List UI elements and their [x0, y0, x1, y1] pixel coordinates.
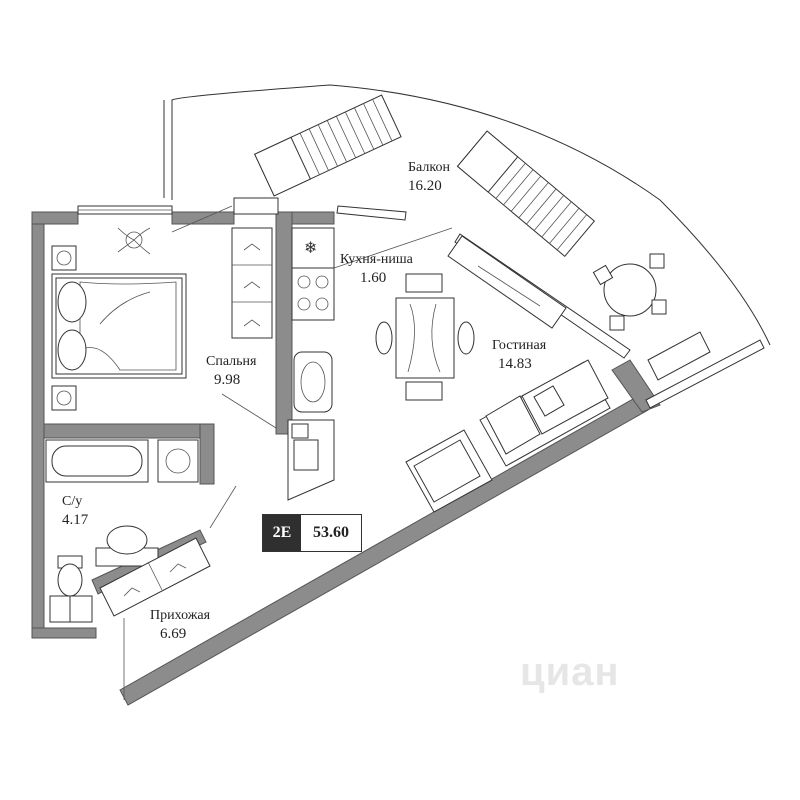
room-area-living: 14.83 — [498, 356, 532, 372]
balcony-outline — [171, 84, 771, 346]
washing-machine — [157, 439, 199, 483]
room-name-bathroom: С/у — [62, 494, 83, 509]
room-name-bedroom: Спальня — [206, 354, 257, 369]
sink — [95, 525, 159, 567]
apartment-badge: 2E 53.60 — [262, 514, 362, 552]
tv-stand — [447, 235, 567, 329]
sofa — [479, 359, 611, 467]
room-area-bathroom: 4.17 — [62, 512, 89, 528]
room-area-hallway: 6.69 — [160, 626, 187, 642]
plant — [117, 227, 151, 255]
room-name-hallway: Прихожая — [150, 608, 211, 623]
apartment-total-area: 53.60 — [301, 515, 361, 551]
room-area-kitchen: 1.60 — [360, 270, 387, 286]
dining-table — [375, 273, 475, 401]
bathtub — [45, 439, 149, 483]
room-name-living: Гостиная — [492, 338, 547, 353]
toilet — [57, 555, 83, 597]
kitchen-appliances — [291, 227, 335, 413]
room-name-kitchen: Кухня-ниша — [340, 252, 413, 267]
room-name-balcony: Балкон — [408, 160, 450, 175]
armchair — [405, 429, 493, 513]
hallway-cabinet — [99, 537, 211, 617]
snowflake-icon: ❄ — [304, 238, 318, 257]
walls — [31, 211, 661, 706]
room-area-balcony: 16.20 — [408, 178, 442, 194]
room-area-bedroom: 9.98 — [214, 372, 241, 388]
storage-niche — [287, 419, 335, 501]
bed — [51, 245, 187, 411]
sun-loungers — [254, 94, 711, 381]
round-table — [592, 253, 667, 331]
watermark: циан — [520, 650, 620, 694]
apartment-type: 2E — [263, 515, 301, 551]
wardrobe — [231, 227, 273, 339]
